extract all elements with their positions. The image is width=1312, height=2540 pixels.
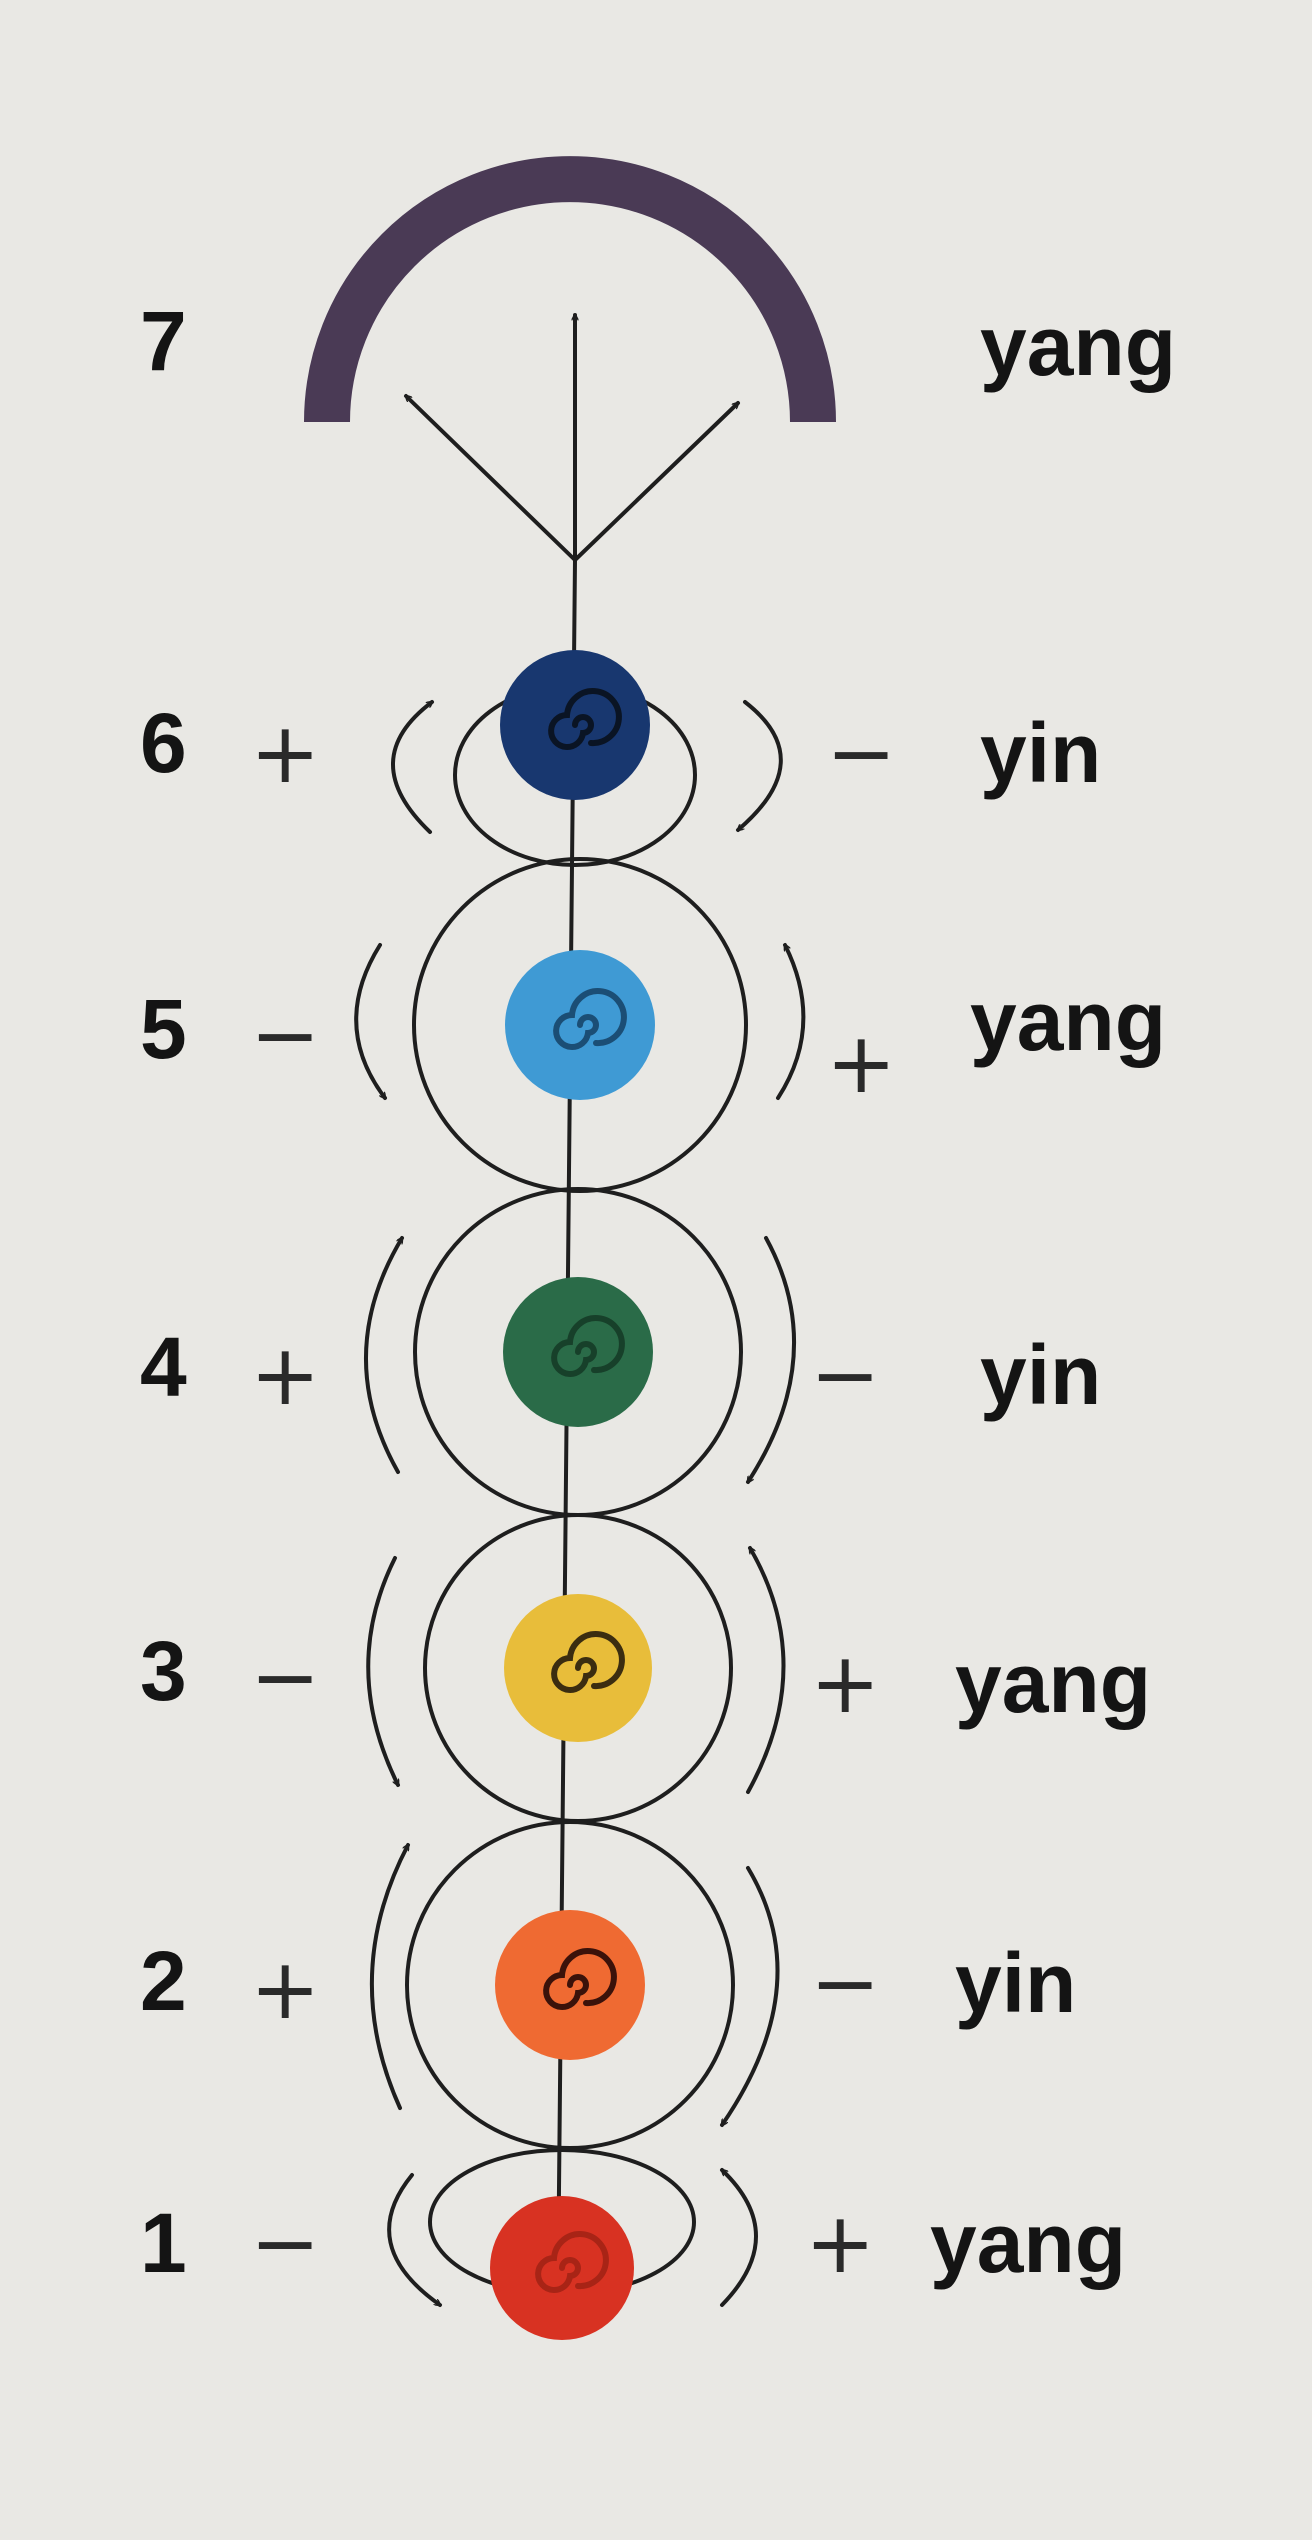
arrow-up-right	[573, 403, 738, 562]
polarity-sign: −	[250, 1628, 320, 1726]
level-number: 6	[140, 696, 187, 790]
polarity-sign: −	[810, 1934, 880, 2032]
flow-arrow-right	[722, 2170, 758, 2307]
polarity-sign: +	[250, 704, 320, 802]
left-signs: + − + − + −	[250, 704, 320, 2292]
flow-arrow-right	[746, 1548, 786, 1794]
level-3	[366, 1513, 786, 1823]
spiral-icon	[551, 1315, 625, 1377]
flow-arrow-left	[354, 943, 387, 1098]
level-6	[391, 650, 783, 867]
flow-arrow-left	[366, 1556, 400, 1785]
right-signs: − + − + − +	[805, 704, 896, 2292]
crown-arrows	[406, 313, 738, 562]
flow-arrow-left	[369, 1845, 410, 2110]
polarity-label: yin	[980, 1328, 1101, 1422]
polarity-label: yin	[980, 706, 1101, 800]
level-5	[354, 857, 806, 1193]
polarity-labels: yang yin yang yin yang yin yang	[930, 299, 1176, 2290]
level-1	[387, 2148, 758, 2340]
level-2	[369, 1820, 780, 2150]
energy-field-ring	[405, 1820, 735, 2150]
spiral-icon	[551, 1631, 625, 1693]
polarity-sign: +	[250, 1940, 320, 2038]
flow-arrow-left	[364, 1238, 404, 1474]
polarity-sign: −	[810, 1326, 880, 1424]
flow-arrow-left	[387, 2173, 440, 2307]
polarity-label: yang	[970, 974, 1166, 1068]
polarity-sign: −	[826, 704, 896, 802]
level-number: 1	[140, 2196, 187, 2290]
level-number: 4	[140, 1320, 187, 1414]
polarity-sign: −	[250, 986, 320, 1084]
spiral-icon	[535, 2231, 609, 2293]
polarity-label: yang	[980, 299, 1176, 393]
flow-arrow-right	[720, 1866, 780, 2125]
flow-arrow-left	[391, 700, 432, 834]
level-number: 7	[140, 294, 187, 388]
level-numbers: 7 6 5 4 3 2 1	[140, 294, 187, 2290]
polarity-label: yang	[955, 1636, 1151, 1730]
polarity-sign: −	[250, 2194, 320, 2292]
polarity-sign: +	[250, 1326, 320, 1424]
flow-arrow-right	[738, 700, 783, 832]
level-number: 5	[140, 982, 187, 1076]
polarity-label: yang	[930, 2196, 1126, 2290]
spiral-icon	[553, 988, 627, 1050]
flow-arrow-right	[776, 945, 806, 1100]
spiral-icon	[548, 688, 622, 750]
polarity-sign: +	[826, 1014, 896, 1112]
polarity-label: yin	[955, 1936, 1076, 2030]
polarity-sign: +	[810, 1634, 880, 1732]
level-number: 3	[140, 1624, 187, 1718]
arrow-up-left	[406, 396, 577, 562]
level-4	[364, 1187, 796, 1517]
level-number: 2	[140, 1934, 187, 2028]
spiral-icon	[543, 1948, 617, 2010]
flow-arrow-right	[746, 1236, 796, 1482]
crown-arc	[304, 156, 836, 423]
polarity-sign: +	[805, 2194, 875, 2292]
